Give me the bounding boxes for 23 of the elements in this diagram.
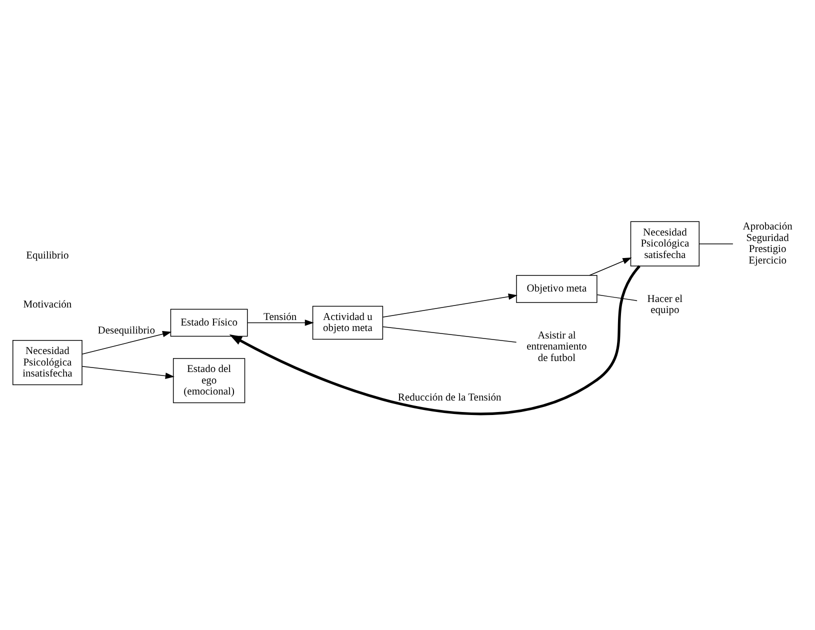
label: Equilibrio [26,250,69,262]
arrow [382,294,518,318]
arrow [589,258,632,276]
node-box: Necesidad Psicológica satisfecha [630,221,700,266]
node-text: Asistir al entrenamiento de futbol [526,330,587,364]
connector [596,294,638,302]
node-box: Actividad u objeto meta [312,306,384,340]
node-text: Aprobación Seguridad Prestigio Ejercicio [742,222,792,267]
node-box: Necesidad Psicológica insatisfecha [12,340,82,386]
label: Motivación [23,299,72,310]
node-box: Estado del ego (emocional) [172,358,246,404]
arrow [247,320,314,326]
node-box: Estado Físico [170,308,248,337]
arrow [229,265,640,416]
edge-label: Desequilibrio [98,325,155,336]
edge-label: Tensión [264,312,297,323]
edge-label: Reducción de la Tensión [398,392,502,404]
connector [382,326,517,343]
connector [699,243,734,244]
node-box: Objetivo meta [516,275,598,303]
arrow [82,366,174,379]
arrow [82,331,172,354]
node-text: Hacer el equipo [647,294,683,316]
